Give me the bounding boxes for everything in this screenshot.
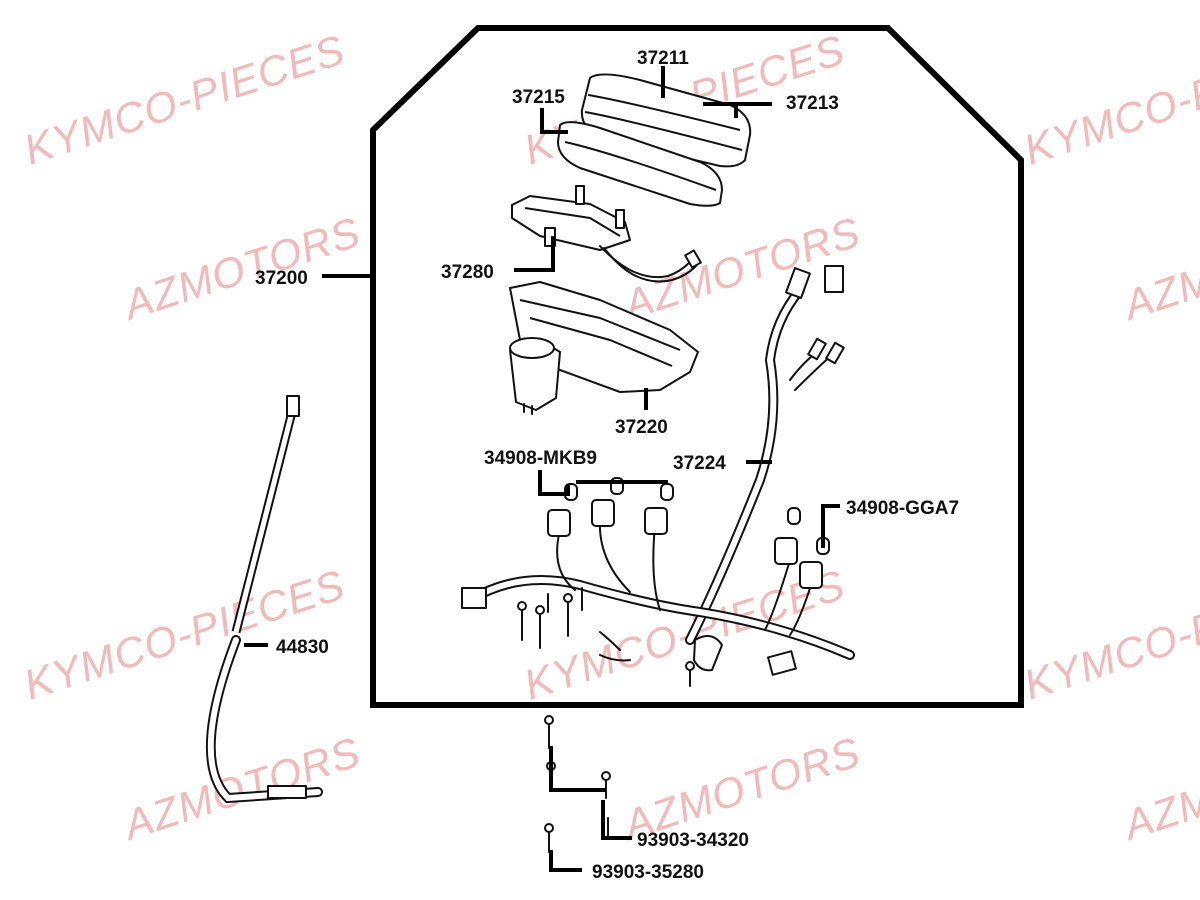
callout-44830: 44830 (276, 637, 329, 658)
watermark-kymco: KYMCO-PIECES (18, 561, 350, 709)
callout-labels: 37211 37215 37213 37200 37280 37220 3490… (255, 48, 959, 883)
watermark-kymco: KYMCO-PIECES (1018, 26, 1200, 174)
callout-93903-34320: 93903-34320 (637, 830, 749, 851)
watermark-azmotors: AZMOTORS (1115, 728, 1200, 849)
watermark-azmotors: AZMOTORS (115, 728, 366, 849)
watermark-kymco: KYMCO-PIECES (1018, 561, 1200, 709)
callout-37211: 37211 (637, 48, 689, 69)
callout-37215: 37215 (512, 87, 565, 108)
watermark-azmotors: AZMOTORS (1115, 208, 1200, 329)
watermark-azmotors: AZMOTORS (115, 208, 366, 329)
callout-37213: 37213 (786, 93, 839, 114)
screws-drawing (517, 587, 695, 687)
meter-board-drawing (511, 185, 702, 283)
callout-93903-35280: 93903-35280 (592, 862, 704, 883)
callout-37224: 37224 (673, 453, 726, 474)
callout-37280: 37280 (441, 262, 494, 283)
assembly-frame (370, 25, 1024, 708)
callout-34908-gga7: 34908-GGA7 (846, 498, 959, 519)
speedometer-cable-drawing (205, 395, 323, 804)
leader-lines (244, 66, 840, 872)
meter-cover-drawing (557, 73, 752, 207)
callout-37220: 37220 (615, 417, 668, 438)
wiring-harness-drawing (461, 265, 855, 676)
loose-screws-drawing (544, 715, 611, 853)
watermark-kymco: KYMCO-PIECES (18, 26, 350, 174)
callout-34908-mkb9: 34908-MKB9 (484, 448, 597, 469)
callout-37200: 37200 (255, 268, 308, 289)
meter-housing-drawing (509, 281, 699, 415)
